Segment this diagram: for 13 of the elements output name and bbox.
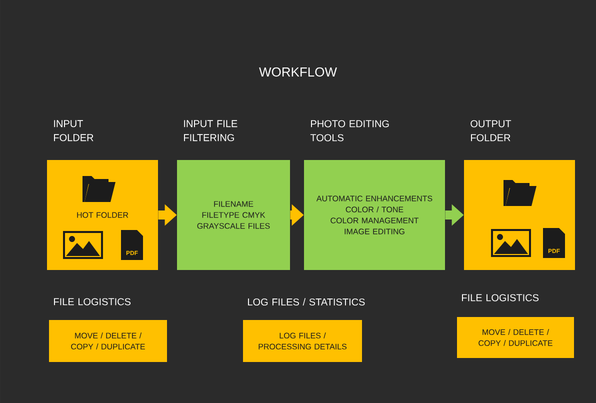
- heading: LOG FILES / STATISTICS: [248, 298, 365, 306]
- process-box: AUTOMATIC ENHANCEMENTS COLOR / TONE COLOR MANAGEMENT IMAGE EDITING: [304, 160, 445, 270]
- process-box: FILENAME FILETYPE CMYK GRAYSCALE FILES: [177, 160, 290, 270]
- info-box: LOG FILES / PROCESSING DETAILS: [243, 320, 362, 362]
- heading: FILE LOGISTICS: [54, 298, 131, 306]
- heading: INPUT FOLDER: [54, 120, 94, 142]
- info-box: MOVE / DELETE / COPY / DUPLICATE: [49, 320, 167, 362]
- heading: INPUT FILE FILTERING: [184, 120, 238, 142]
- heading: PHOTO EDITING TOOLS: [310, 120, 389, 142]
- heading: OUTPUT FOLDER: [470, 120, 512, 142]
- info-box: MOVE / DELETE / COPY / DUPLICATE: [457, 316, 574, 358]
- title: WORKFLOW: [259, 67, 337, 77]
- heading: FILE LOGISTICS: [462, 294, 539, 302]
